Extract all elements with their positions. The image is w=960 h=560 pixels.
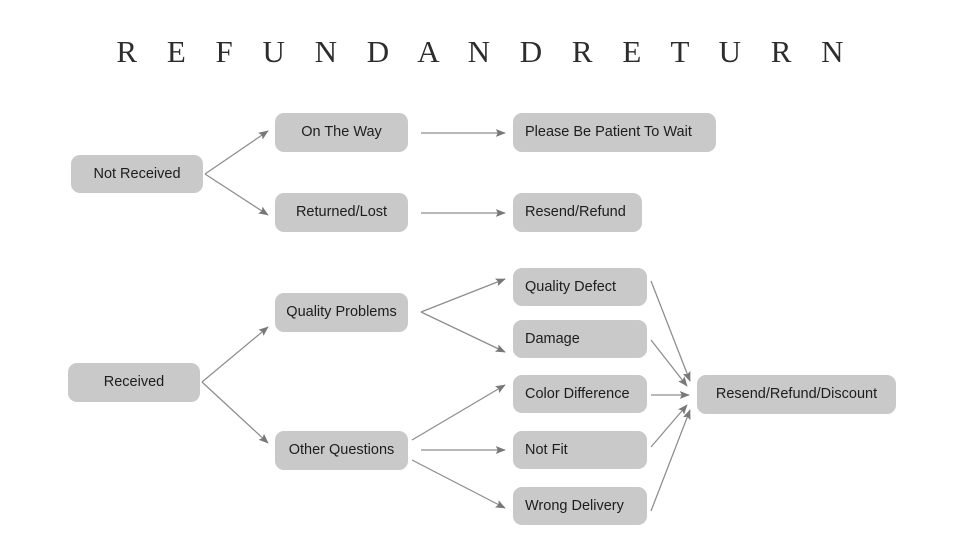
edge-damage-to-resend-refund-discount — [650, 339, 688, 387]
node-label: Please Be Patient To Wait — [525, 124, 692, 141]
page-title: R E F U N D A N D R E T U R N — [116, 34, 855, 69]
node-wrong-delivery[interactable]: Wrong Delivery — [513, 487, 647, 525]
node-on-the-way[interactable]: On The Way — [275, 113, 408, 152]
node-quality-defect[interactable]: Quality Defect — [513, 268, 647, 306]
node-quality-problems[interactable]: Quality Problems — [275, 293, 408, 332]
node-resend-refund[interactable]: Resend/Refund — [513, 193, 642, 232]
node-please-be-patient-to-wait[interactable]: Please Be Patient To Wait — [513, 113, 716, 152]
node-label: Color Difference — [525, 385, 630, 402]
node-label: Resend/Refund/Discount — [715, 386, 878, 403]
edge-not-received-to-returned-lost — [204, 173, 269, 216]
edge-received-to-quality-problems — [201, 326, 269, 383]
node-label: Returned/Lost — [295, 204, 388, 221]
node-not-fit[interactable]: Not Fit — [513, 431, 647, 469]
node-other-questions[interactable]: Other Questions — [275, 431, 408, 470]
node-label: Received — [103, 374, 165, 391]
node-resend-refund-discount[interactable]: Resend/Refund/Discount — [697, 375, 896, 414]
edge-other-questions-to-color-difference — [411, 384, 506, 441]
node-label: On The Way — [301, 124, 382, 141]
edge-not-fit-to-resend-refund-discount — [650, 404, 688, 448]
node-returned-lost[interactable]: Returned/Lost — [275, 193, 408, 232]
node-color-difference[interactable]: Color Difference — [513, 375, 647, 413]
edge-not-received-to-on-the-way — [204, 130, 269, 175]
node-label: Not Received — [93, 165, 181, 182]
node-label: Not Fit — [525, 441, 568, 458]
node-label: Damage — [525, 330, 580, 347]
edge-received-to-other-questions — [201, 381, 269, 444]
node-label: Wrong Delivery — [525, 497, 624, 514]
node-label: Resend/Refund — [525, 204, 626, 221]
edge-wrong-delivery-to-resend-refund-discount — [650, 409, 691, 512]
edge-other-questions-to-wrong-delivery — [411, 459, 506, 509]
node-label: Quality Defect — [525, 278, 617, 295]
node-label: Quality Problems — [286, 304, 397, 321]
node-label: Other Questions — [288, 442, 395, 459]
node-not-received[interactable]: Not Received — [71, 155, 203, 193]
edge-quality-defect-to-resend-refund-discount — [650, 280, 691, 382]
node-received[interactable]: Received — [68, 363, 200, 402]
edge-quality-problems-to-damage — [420, 311, 506, 353]
edge-quality-problems-to-quality-defect — [420, 278, 506, 313]
node-damage[interactable]: Damage — [513, 320, 647, 358]
